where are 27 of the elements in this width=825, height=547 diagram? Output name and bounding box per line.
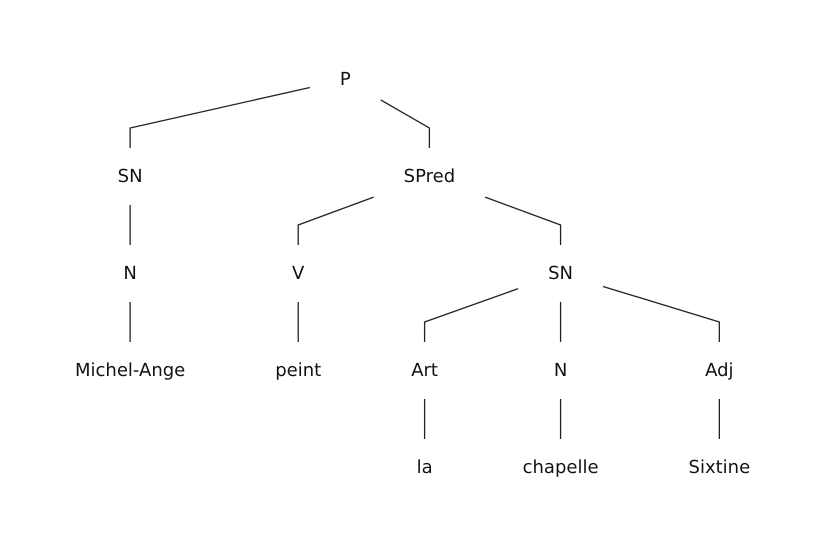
connector [129,205,131,245]
node-text: la [416,457,433,478]
connector [129,86,310,148]
connector [560,399,562,439]
connector [129,302,131,342]
node-text: SN [118,166,142,187]
connector [424,288,518,342]
connector [718,399,720,439]
connector [602,286,720,342]
node-text: chapelle [522,457,598,478]
node-text: N [554,360,568,381]
connector [424,399,426,439]
node-text: Michel-Ange [74,360,186,381]
node-text: SN [548,263,573,284]
connector [298,302,299,342]
node-text: Art [411,360,438,381]
node-text: peint [275,360,322,381]
node-text: N [123,263,137,284]
node-text: SPred [404,166,456,187]
node-text: V [292,263,304,284]
connector [560,302,562,342]
connector [484,196,562,245]
node-text: P [340,69,351,90]
node-text: Sixtine [688,457,750,478]
node-text: Adj [705,360,734,381]
connector [380,99,430,148]
connector [298,196,374,245]
